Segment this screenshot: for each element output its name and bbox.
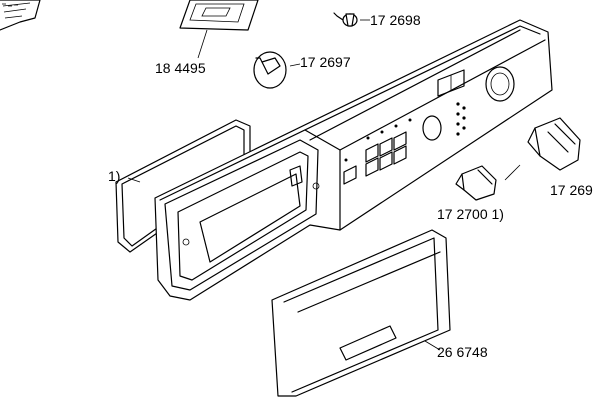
callout-label: 17 2698 (370, 12, 421, 28)
small-knob-part (455, 165, 497, 201)
panel-corner-part (0, 0, 41, 31)
callout-label: 17 2697 (300, 54, 351, 70)
callout-label: 17 269 (550, 182, 593, 198)
control-plate-part (179, 0, 259, 31)
callout-label: 1) (108, 168, 121, 184)
knob-part (253, 51, 287, 89)
door-flap-part (271, 229, 451, 397)
large-knob-part (527, 117, 581, 171)
callout-label: 26 6748 (437, 344, 488, 360)
callout-label: 18 4495 (155, 60, 206, 76)
control-panel-housing (154, 19, 553, 301)
screw-part (333, 12, 358, 27)
callout-label: 17 2700 1) (437, 206, 504, 222)
